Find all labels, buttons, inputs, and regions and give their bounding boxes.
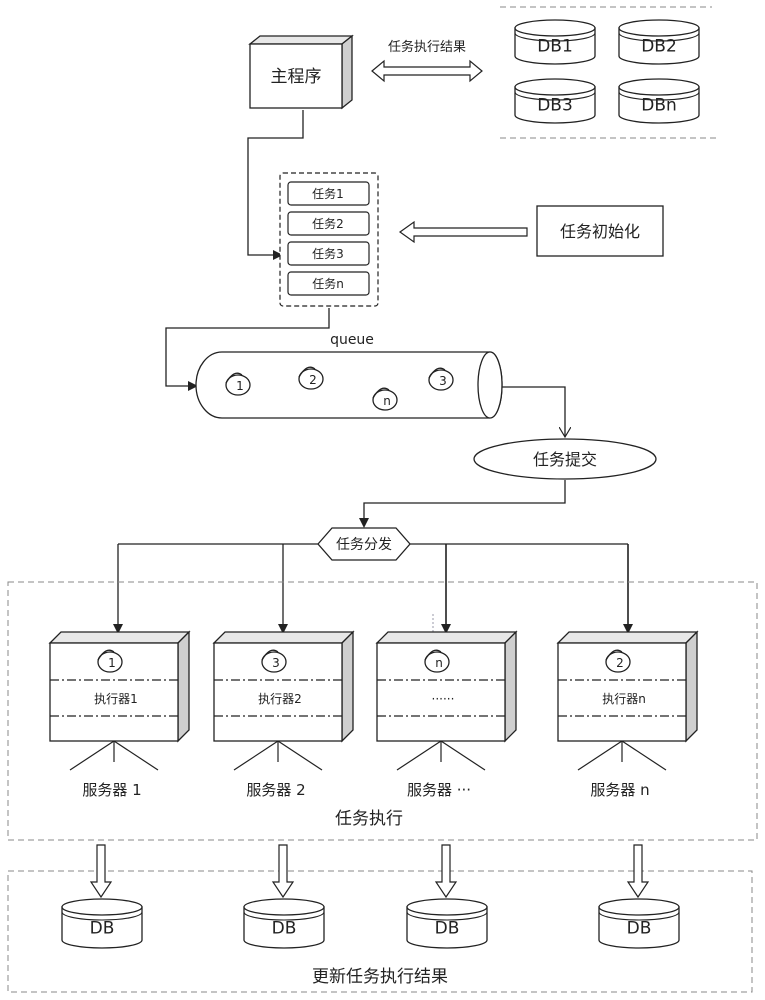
task-item-2: 任务2 (287, 211, 370, 236)
task-dispatch-label: 任务分发 (336, 537, 392, 553)
task-submit: 任务提交 (473, 438, 657, 480)
queue-token-1-label: 1 (236, 379, 244, 393)
server-token-label: n (435, 656, 443, 670)
queue-cylinder: queue 1 2 n 3 (195, 332, 503, 419)
update-arrow-3 (434, 844, 458, 899)
task-item-4: 任务n (287, 271, 370, 296)
executor-label: 执行器n (602, 692, 646, 706)
server-token: 3 (261, 649, 287, 673)
server-token-label: 2 (616, 656, 624, 670)
result-db-3-label: DB (435, 918, 460, 938)
server-name: 服务器 2 (246, 781, 305, 799)
update-results-container (7, 870, 753, 993)
queue-to-submit-connector (502, 386, 565, 437)
queue-token-4-label: 3 (439, 374, 447, 388)
executor-label: 执行器2 (258, 692, 302, 706)
main-program-label: 主程序 (271, 67, 322, 87)
exec-result-label: 任务执行结果 (388, 39, 466, 55)
task-execution-container (7, 581, 758, 841)
queue-label: queue (330, 332, 374, 348)
update-arrow-2 (271, 844, 295, 899)
task-item-label: 任务3 (312, 246, 344, 261)
database-2: DB2 (618, 19, 700, 65)
result-db-1: DB (61, 898, 143, 949)
main-to-tasklist-connector (247, 110, 304, 260)
queue-token-2: 2 (298, 366, 324, 390)
database-4: DBn (618, 78, 700, 124)
submit-to-dispatch-connector (359, 480, 566, 528)
executor-label: 执行器1 (94, 692, 138, 706)
main-program-box: 主程序 (248, 34, 354, 110)
queue-token-1: 1 (225, 372, 251, 396)
server-token-label: 3 (272, 656, 280, 670)
exec-result-double-arrow: 任务执行结果 (371, 39, 483, 83)
executor-label: ······ (432, 692, 455, 706)
server-3: n ······ 服务器 ··· (375, 630, 518, 799)
update-arrow-1 (89, 844, 113, 899)
dispatch-branches (113, 543, 633, 634)
task-item-label: 任务n (312, 276, 344, 291)
server-token-label: 1 (108, 656, 116, 670)
result-db-2: DB (243, 898, 325, 949)
server-1: 1 执行器1 服务器 1 (48, 630, 191, 799)
database-2-label: DB2 (641, 36, 677, 56)
task-list: 任务1 任务2 任务3 任务n (279, 172, 379, 307)
task-execution-label: 任务执行 (335, 809, 403, 829)
server-name: 服务器 n (590, 781, 649, 799)
update-arrow-4 (626, 844, 650, 899)
task-item-3: 任务3 (287, 241, 370, 266)
database-3-label: DB3 (537, 95, 573, 115)
server-2: 3 执行器2 服务器 2 (212, 630, 355, 799)
queue-token-3: n (372, 387, 398, 411)
result-db-3: DB (406, 898, 488, 949)
task-item-1: 任务1 (287, 181, 370, 206)
task-init: 任务初始化 (398, 205, 664, 257)
database-4-label: DBn (641, 95, 677, 115)
database-3: DB3 (514, 78, 596, 124)
server-name: 服务器 ··· (407, 781, 471, 799)
task-item-label: 任务2 (312, 216, 344, 231)
task-item-label: 任务1 (312, 186, 344, 201)
database-1-label: DB1 (537, 36, 573, 56)
server-token: n (424, 649, 450, 673)
server-token: 1 (97, 649, 123, 673)
task-init-label: 任务初始化 (560, 222, 640, 241)
queue-token-2-label: 2 (309, 373, 317, 387)
server-4: 2 执行器n 服务器 n (556, 630, 699, 799)
result-db-4: DB (598, 898, 680, 949)
queue-token-4: 3 (428, 367, 454, 391)
queue-token-3-label: n (383, 394, 391, 408)
server-name: 服务器 1 (82, 781, 141, 799)
server-token: 2 (605, 649, 631, 673)
result-db-1-label: DB (90, 918, 115, 938)
result-db-2-label: DB (272, 918, 297, 938)
database-1: DB1 (514, 19, 596, 65)
tasklist-to-queue-connector (165, 308, 330, 391)
update-results-label: 更新任务执行结果 (312, 967, 448, 987)
result-db-4-label: DB (627, 918, 652, 938)
task-submit-label: 任务提交 (533, 450, 597, 469)
task-dispatch: 任务分发 (317, 527, 411, 561)
